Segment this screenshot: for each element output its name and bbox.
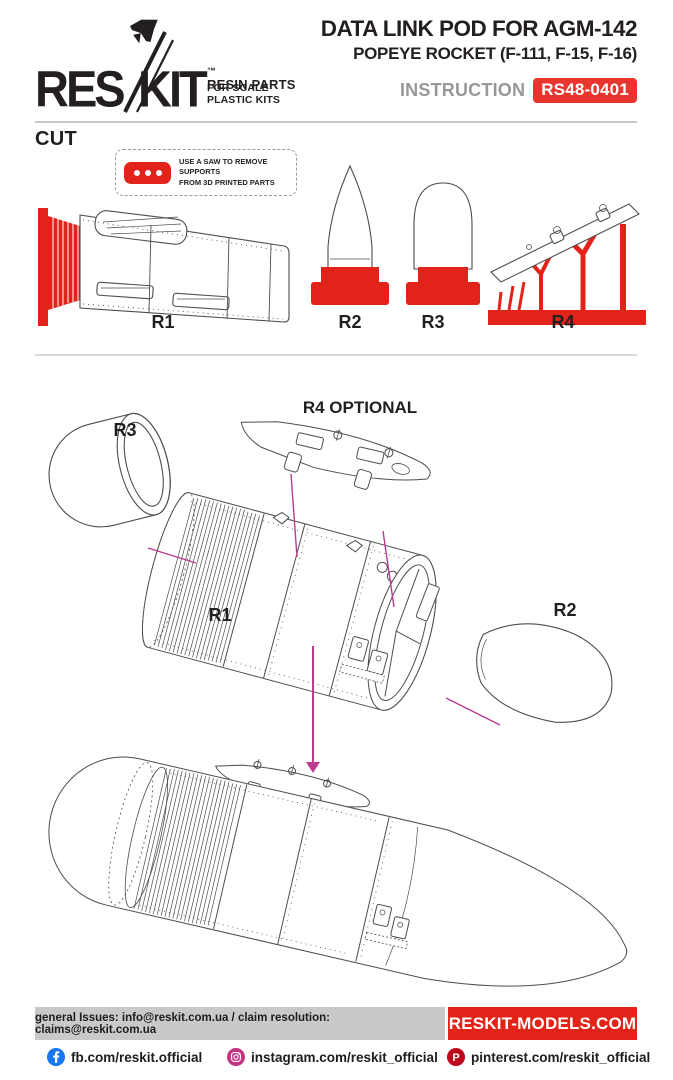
pinterest-url[interactable]: pinterest.com/reskit_official [471,1049,651,1065]
part-r1-illustration [38,208,290,326]
brand-tagline-line1: RESIN PARTS [207,77,296,92]
saw-note-box: USE A SAW TO REMOVE SUPPORTS FROM 3D PRI… [115,149,297,196]
header-title-block: DATA LINK POD FOR AGM-142 POPEYE ROCKET … [307,16,638,103]
assembly-label-r3: R3 [113,420,137,440]
product-code-badge: RS48-0401 [533,77,637,103]
reskit-logo: RES KIT ™ RESIN PARTS FOR SCALE PLASTIC … [35,14,315,114]
instruction-label: INSTRUCTION [399,79,526,100]
footer-website[interactable]: RESKIT-MODELS.COM [448,1013,637,1033]
header-divider [35,121,637,123]
assembly-label-r4-optional: R4 OPTIONAL [302,398,418,417]
assembly-label-r2: R2 [553,600,577,620]
instagram-link[interactable]: instagram.com/reskit_official [227,1048,438,1066]
assembly-direction-arrow [305,646,321,774]
logo-trademark: ™ [207,66,216,76]
instagram-icon [227,1048,245,1066]
social-links-row: fb.com/reskit.official instagram.com/res… [35,1044,650,1070]
cut-heading: CUT [35,128,78,150]
page-subtitle: POPEYE ROCKET (F-111, F-15, F-16) [353,43,637,63]
facebook-url[interactable]: fb.com/reskit.official [71,1049,203,1065]
part-label-r2: R2 [338,312,362,332]
footer-website-bar: RESKIT-MODELS.COM [448,1007,637,1040]
assembly-label-r1: R1 [208,605,232,625]
part-r3-illustration [406,182,480,305]
saw-note-line2: FROM 3D PRINTED PARTS [179,177,275,187]
svg-text:P: P [452,1052,459,1064]
facebook-icon [47,1048,65,1066]
saw-note-line1: USE A SAW TO REMOVE SUPPORTS [179,157,268,177]
part-r4-illustration [488,203,646,325]
brand-tagline-line2: FOR SCALE PLASTIC KITS [207,82,280,106]
logo-text-res: RES [35,59,126,118]
pinterest-link[interactable]: P pinterest.com/reskit_official [447,1048,650,1066]
footer-contact-bar: general Issues: info@reskit.com.ua / cla… [35,1007,445,1040]
assembled-pod-illustration [48,756,628,987]
instagram-url[interactable]: instagram.com/reskit_official [251,1049,438,1065]
facebook-link[interactable]: fb.com/reskit.official [47,1048,202,1066]
saw-icon [124,161,171,184]
pinterest-icon: P [447,1048,465,1066]
exploded-assembly-illustration [48,412,613,726]
section-divider [35,354,637,356]
footer-contact-text: general Issues: info@reskit.com.ua / cla… [35,1011,330,1036]
part-label-r3: R3 [421,312,445,332]
jet-slash-icon [123,19,174,113]
part-label-r4: R4 [551,312,575,332]
page-title: DATA LINK POD FOR AGM-142 [320,16,638,41]
part-r2-illustration [311,164,389,305]
part-label-r1: R1 [151,312,175,332]
